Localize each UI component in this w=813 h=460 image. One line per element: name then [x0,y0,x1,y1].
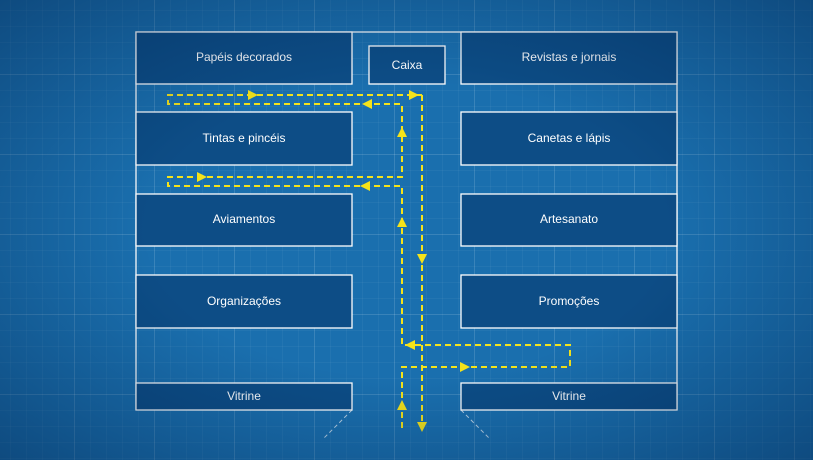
section-label: Revistas e jornais [522,50,617,64]
arrow-down-icon [417,254,427,264]
section-artesanato: Artesanato [460,193,678,247]
section-label: Artesanato [540,212,598,226]
arrow-left-icon [405,340,415,350]
arrow-right-icon [460,362,470,372]
section-aviamentos: Aviamentos [135,193,353,247]
section-promocoes: Promoções [460,274,678,329]
arrow-left-icon [360,181,370,191]
section-label: Caixa [392,58,423,72]
checkout-caixa: Caixa [368,45,446,85]
section-organizacoes: Organizações [135,274,353,329]
arrow-down-icon [417,422,427,432]
section-vitrine-right: Vitrine [460,382,678,411]
entrance-door-right [460,409,490,439]
route-inbound [167,94,571,428]
section-label: Papéis decorados [196,50,292,64]
section-label: Vitrine [552,389,586,403]
section-label: Tintas e pincéis [203,131,286,145]
section-revistas-e-jornais: Revistas e jornais [460,31,678,85]
arrow-up-icon [397,127,407,137]
arrow-up-icon [397,400,407,410]
section-label: Promoções [539,294,600,308]
arrow-right-icon [248,90,258,100]
entrance-door-left [323,409,353,439]
section-vitrine-left: Vitrine [135,382,353,411]
arrow-left-icon [362,99,372,109]
section-label: Aviamentos [213,212,275,226]
arrow-right-icon [197,172,207,182]
arrow-up-icon [397,217,407,227]
section-label: Canetas e lápis [528,131,611,145]
section-canetas-e-lapis: Canetas e lápis [460,111,678,166]
section-label: Organizações [207,294,281,308]
section-label: Vitrine [227,389,261,403]
section-papeis-decorados: Papéis decorados [135,31,353,85]
arrow-right-icon [409,90,419,100]
section-tintas-e-pinceis: Tintas e pincéis [135,111,353,166]
customer-route [167,90,571,432]
